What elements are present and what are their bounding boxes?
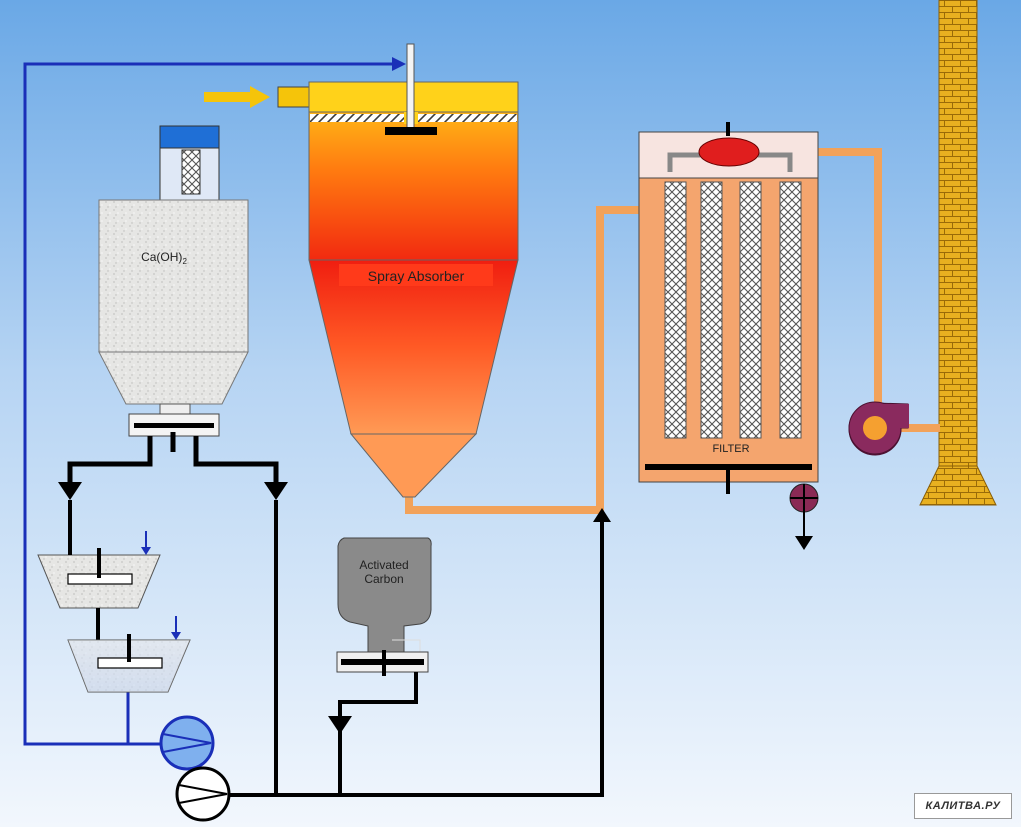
arrow-down-icon [171, 632, 181, 640]
damper [698, 137, 760, 167]
mixing-tank-1 [37, 531, 161, 609]
arrow-up-icon [593, 508, 611, 522]
lime-feed-lines [67, 432, 279, 485]
valve-icon[interactable] [789, 483, 819, 538]
chimney [919, 0, 997, 506]
carbon-label-line2: Carbon [364, 572, 403, 586]
carbon-feed-line [338, 672, 418, 795]
process-line [230, 500, 604, 797]
spray-absorber: Spray Absorber [204, 43, 519, 498]
activated-carbon-hopper: Activated Carbon [336, 537, 432, 676]
arrow-down-icon [328, 716, 352, 734]
arrow-down-icon [58, 482, 82, 500]
watermark-badge: КАЛИТВА.РУ [914, 793, 1012, 819]
arrow-down-icon [141, 547, 151, 555]
pump-icon[interactable] [159, 715, 215, 771]
carbon-label-line1: Activated [359, 558, 408, 572]
arrow-right-icon [392, 57, 406, 71]
arrow-right-icon [204, 86, 270, 108]
silo-label: Ca(OH)2 [141, 250, 187, 266]
arrow-down-icon [795, 536, 813, 550]
recycle-line [23, 62, 392, 746]
arrow-down-icon [264, 482, 288, 500]
absorber-label: Spray Absorber [368, 268, 465, 284]
lime-silo: Ca(OH)2 [98, 125, 249, 437]
pump-icon[interactable] [175, 766, 231, 822]
mixing-tank-2 [67, 616, 191, 693]
filter-label: FILTER [712, 443, 749, 455]
bag-filter: FILTER [638, 122, 819, 494]
fan-icon[interactable] [848, 401, 909, 456]
